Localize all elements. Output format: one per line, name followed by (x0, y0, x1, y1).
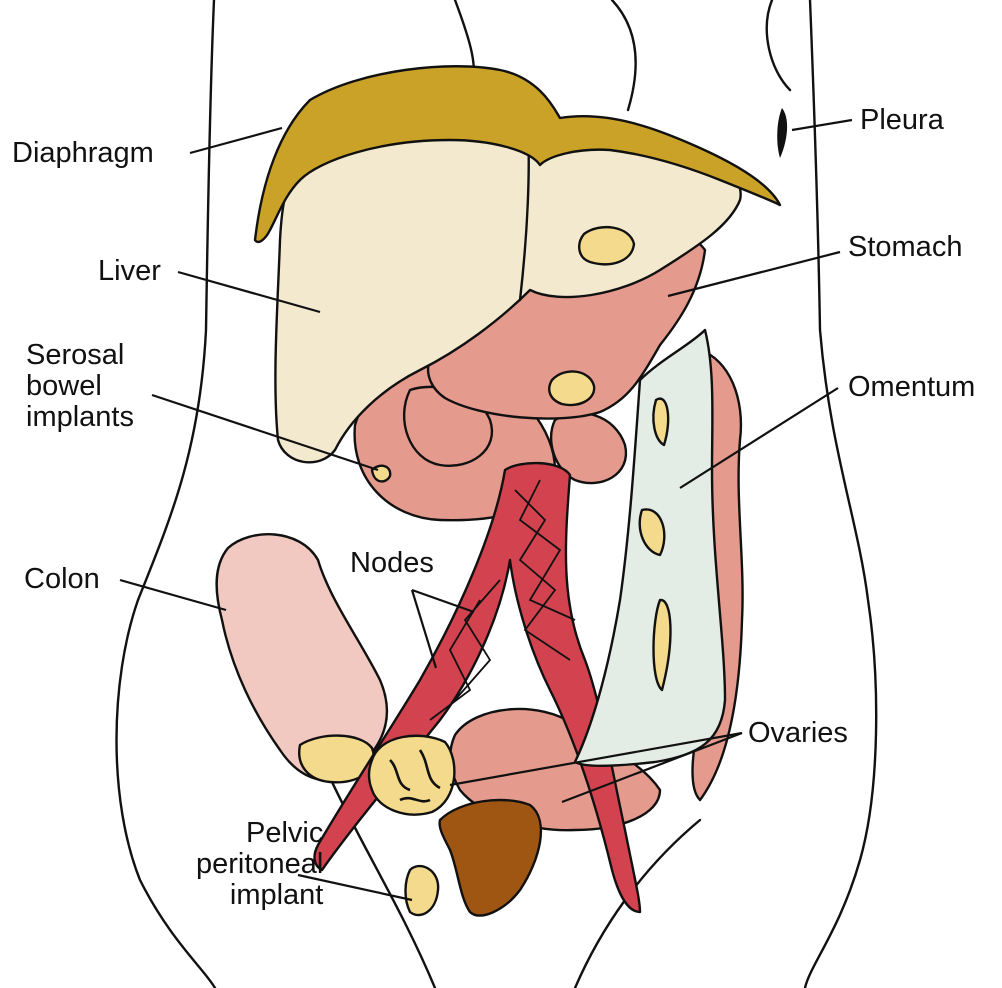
label-diaphragm: Diaphragm (12, 137, 154, 169)
label-nodes: Nodes (350, 547, 434, 579)
label-pelvic-peritoneal-implant: Pelvic peritoneal implant (196, 817, 324, 911)
ovary-left (367, 734, 456, 816)
liver-implant (578, 226, 636, 266)
label-stomach: Stomach (848, 231, 963, 263)
omentum-implants (638, 397, 672, 692)
pleura-shape (777, 108, 788, 158)
label-liver: Liver (98, 255, 161, 287)
label-colon: Colon (24, 563, 100, 595)
label-ovaries: Ovaries (748, 717, 848, 749)
label-serosal-bowel-implants: Serosal bowel implants (26, 339, 134, 433)
stomach-implant (548, 370, 596, 407)
bowel-loop-right (549, 411, 628, 485)
label-pleura: Pleura (860, 104, 944, 136)
diaphragm-shape (253, 65, 782, 244)
uterus-shape (438, 798, 543, 917)
iliac-vessels (313, 461, 642, 914)
lymph-nodes (429, 479, 576, 721)
ovary-left-detail (389, 749, 441, 803)
leader-lines (119, 118, 853, 902)
label-omentum: Omentum (848, 371, 976, 403)
pelvic-implant (404, 864, 440, 917)
